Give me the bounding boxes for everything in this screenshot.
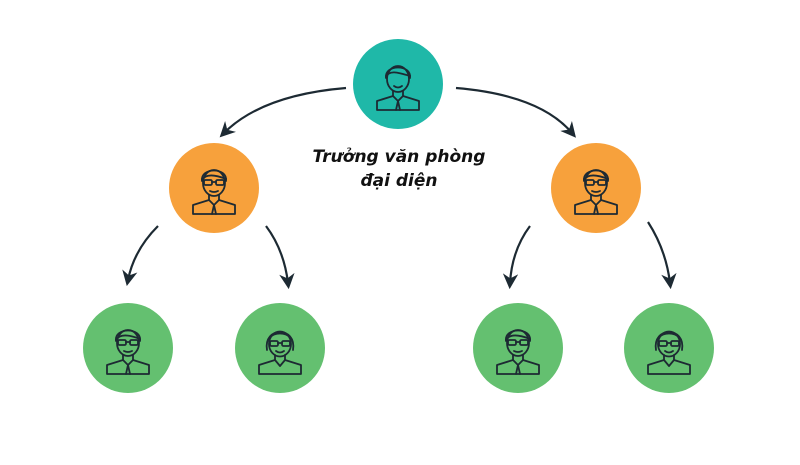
arrow-head-to-manager-right	[455, 86, 576, 138]
node-head	[353, 39, 443, 129]
arrow-manager-right-to-staff-4	[647, 221, 677, 290]
node-staff-2	[235, 303, 325, 393]
arrow-manager-left-to-staff-2	[265, 225, 295, 290]
man-glasses-icon	[192, 169, 236, 215]
head-caption-line-1: Trưởng văn phòng	[312, 147, 486, 167]
node-manager-left	[169, 143, 259, 233]
head-caption-line-2: đại diện	[360, 171, 438, 191]
node-manager-right	[551, 143, 641, 233]
woman-glasses-icon	[258, 330, 302, 375]
node-staff-3	[473, 303, 563, 393]
man-glasses-icon	[496, 329, 540, 375]
man-icon	[376, 65, 420, 111]
node-staff-1	[83, 303, 173, 393]
node-staff-4	[624, 303, 714, 393]
man-glasses-icon	[574, 169, 618, 215]
head-caption: Trưởng văn phòng đại diện	[296, 145, 502, 193]
arrow-manager-right-to-staff-3	[502, 225, 531, 290]
arrow-head-to-manager-left	[219, 86, 347, 138]
man-glasses-icon	[106, 329, 150, 375]
woman-glasses-icon	[647, 330, 691, 375]
arrow-manager-left-to-staff-1	[122, 225, 159, 287]
